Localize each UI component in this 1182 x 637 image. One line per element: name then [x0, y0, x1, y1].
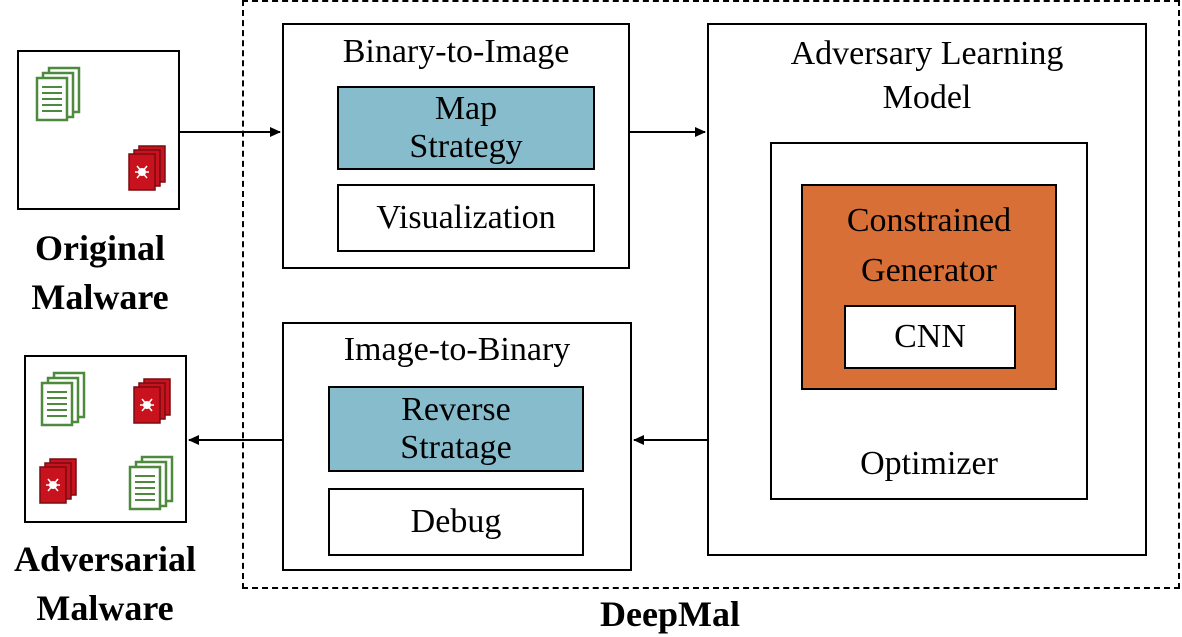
- image-to-binary-title: Image-to-Binary: [343, 331, 571, 368]
- binary-to-image-title: Binary-to-Image: [342, 33, 570, 70]
- document-stack-icon: [40, 371, 86, 427]
- optimizer-label: Optimizer: [860, 445, 998, 482]
- malware-file-icon: [128, 145, 166, 191]
- adversary-learning-title-line2: Model: [882, 79, 972, 116]
- reverse-strategy-box: Reverse Stratage: [328, 386, 584, 472]
- original-malware-label-line2: Malware: [31, 276, 169, 317]
- document-stack-icon: [128, 455, 174, 511]
- adversarial-malware-label-line2: Malware: [36, 587, 174, 628]
- adversary-learning-title: Adversary Learning Model: [707, 32, 1147, 120]
- adversarial-malware-label: Adversarial Malware: [0, 535, 210, 632]
- adversarial-malware-label-line1: Adversarial: [14, 539, 196, 579]
- original-malware-label-line1: Original: [34, 228, 165, 268]
- malware-file-icon: [39, 458, 77, 504]
- reverse-strategy-line2: Stratage: [400, 429, 512, 466]
- debug-box: Debug: [328, 488, 584, 556]
- malware-file-icon: [133, 378, 171, 424]
- document-stack-icon: [35, 66, 81, 122]
- original-malware-box: [17, 50, 180, 210]
- cnn-box: CNN: [844, 305, 1016, 369]
- map-strategy-box: Map Strategy: [337, 86, 595, 170]
- map-strategy-line1: Map: [434, 89, 498, 127]
- deepmal-label: DeepMal: [600, 594, 740, 634]
- visualization-box: Visualization: [337, 184, 595, 252]
- reverse-strategy-line1: Reverse: [401, 390, 511, 428]
- adversary-learning-title-line1: Adversary Learning: [790, 35, 1064, 72]
- constrained-generator-title: Constrained Generator: [801, 196, 1057, 296]
- map-strategy-line2: Strategy: [409, 128, 523, 165]
- constrained-generator-line2: Generator: [861, 252, 997, 289]
- constrained-generator-line1: Constrained: [846, 202, 1012, 239]
- adversarial-malware-box: [24, 355, 187, 523]
- deepmal-container: [242, 0, 1180, 589]
- original-malware-label: Original Malware: [0, 224, 200, 321]
